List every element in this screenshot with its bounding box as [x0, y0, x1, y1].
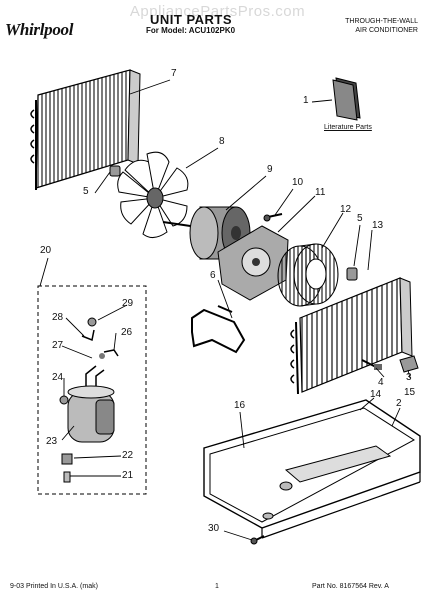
screw	[263, 213, 283, 222]
clip-upper	[109, 165, 121, 177]
callout-15: 15	[404, 387, 416, 398]
callout-21: 21	[122, 470, 134, 481]
callout-14: 14	[370, 389, 382, 400]
callout-22: 22	[122, 450, 134, 461]
compressor	[67, 365, 115, 443]
literature-parts-label: Literature Parts	[324, 124, 372, 131]
callout-3: 3	[406, 372, 412, 383]
blower-wheel	[277, 243, 339, 307]
page-title: UNIT PARTS	[150, 12, 233, 27]
literature-booklet	[332, 77, 361, 121]
compressor-group-box	[37, 285, 147, 495]
callout-11: 11	[315, 187, 326, 198]
callout-24: 24	[52, 372, 64, 383]
motor-mount	[217, 225, 289, 301]
screw-base	[250, 535, 265, 545]
model-line: For Model: ACU102PK0	[146, 26, 236, 35]
callout-13: 13	[372, 220, 384, 231]
clip-right	[346, 267, 358, 281]
support-bracket	[191, 305, 246, 354]
condenser-coil	[30, 69, 141, 190]
callout-7: 7	[171, 68, 177, 79]
callout-5-right: 5	[357, 213, 363, 224]
footer-print-info: 9-03 Printed In U.S.A. (mak)	[10, 583, 98, 590]
callout-9: 9	[267, 164, 273, 175]
leader-lines	[39, 79, 411, 541]
callout-5-upper: 5	[83, 186, 89, 197]
evaporator-coil	[290, 277, 413, 395]
product-line-1: THROUGH-THE-WALL	[345, 18, 418, 25]
callout-20: 20	[40, 245, 52, 256]
callout-16: 16	[234, 400, 246, 411]
callout-28: 28	[52, 312, 64, 323]
callout-30: 30	[208, 523, 220, 534]
callout-2: 2	[396, 398, 402, 409]
thermistor	[361, 359, 382, 370]
base-pan	[203, 399, 421, 539]
callout-4: 4	[378, 377, 384, 388]
product-line-2: AIR CONDITIONER	[355, 27, 418, 34]
footer-page-number: 1	[215, 583, 219, 590]
callout-26: 26	[121, 327, 133, 338]
callout-23: 23	[46, 436, 58, 447]
callout-29: 29	[122, 298, 134, 309]
callout-10: 10	[292, 177, 304, 188]
product-type: THROUGH-THE-WALL AIR CONDITIONER	[318, 17, 418, 35]
callout-8: 8	[219, 136, 225, 147]
whirlpool-logo: Whirlpool	[5, 20, 74, 39]
callout-27: 27	[52, 340, 64, 351]
drain-fitting	[399, 355, 419, 373]
footer-part-number: Part No. 8167564 Rev. A	[312, 583, 389, 590]
callout-12: 12	[340, 204, 352, 215]
callout-1: 1	[303, 95, 309, 106]
watermark: AppliancePartsPros.com	[129, 3, 306, 20]
fan-blade	[117, 151, 189, 238]
callout-6: 6	[210, 270, 216, 281]
